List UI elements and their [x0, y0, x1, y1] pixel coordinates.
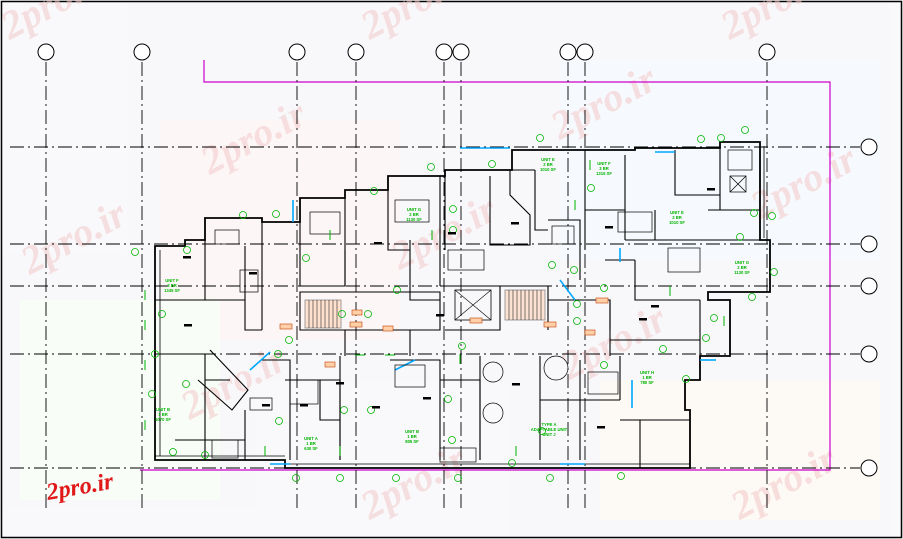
svg-text:1010 SF: 1010 SF [669, 220, 685, 225]
svg-text:UNIT B: UNIT B [156, 407, 170, 412]
stairs [304, 289, 546, 329]
svg-text:1 BR: 1 BR [158, 412, 168, 417]
unit-label: UNIT G 2 BR 1130 SF [734, 260, 750, 275]
svg-text:1315 SF: 1315 SF [596, 171, 612, 176]
svg-text:UNIT E: UNIT E [670, 210, 684, 215]
property-line [140, 60, 831, 471]
unit-label: UNIT B 1 BR 805 SF [405, 429, 419, 444]
svg-text:UNIT B: UNIT B [405, 429, 419, 434]
svg-text:1 BR: 1 BR [306, 441, 316, 446]
svg-text:1070 SF: 1070 SF [155, 417, 171, 422]
unit-label: UNIT A 1 BR 630 SF [304, 436, 318, 451]
unit-labels: UNIT F 3 BR 1345 SF UNIT G 2 BR 1130 SF … [155, 157, 750, 451]
balcony-lines [155, 146, 765, 465]
svg-text:2 BR: 2 BR [409, 212, 419, 217]
svg-text:630 SF: 630 SF [304, 446, 318, 451]
svg-text:1130 SF: 1130 SF [734, 270, 750, 275]
area-marks [183, 188, 715, 429]
grid-bubbles-right [860, 138, 878, 477]
svg-text:1345 SF: 1345 SF [164, 288, 180, 293]
windows [249, 147, 716, 465]
svg-text:UNIT F: UNIT F [165, 278, 179, 283]
svg-text:UNIT J: UNIT J [542, 432, 556, 437]
unit-label: UNIT G 2 BR 1130 SF [406, 207, 422, 222]
svg-text:780 SF: 780 SF [640, 380, 654, 385]
svg-text:2 BR: 2 BR [672, 215, 682, 220]
logo-dot: . [89, 471, 99, 498]
svg-text:TYPE A: TYPE A [542, 422, 557, 427]
logo-tld: ir [95, 468, 116, 496]
svg-text:1 BR: 1 BR [642, 375, 652, 380]
svg-text:ADAPTABLE UNIT: ADAPTABLE UNIT [531, 427, 568, 432]
unit-label: TYPE A ADAPTABLE UNIT UNIT J [531, 422, 568, 437]
svg-text:2 BR: 2 BR [543, 162, 553, 167]
fixtures [211, 149, 753, 463]
unit-label: UNIT E 2 BR 1010 SF [540, 157, 556, 172]
grid-bubbles-top [37, 43, 776, 61]
svg-text:UNIT G: UNIT G [735, 260, 749, 265]
svg-text:805 SF: 805 SF [405, 439, 419, 444]
interior-walls [155, 148, 760, 468]
svg-text:UNIT A: UNIT A [304, 436, 318, 441]
unit-label: UNIT E 2 BR 1010 SF [669, 210, 685, 225]
unit-label: UNIT F 3 BR 1345 SF [164, 278, 180, 293]
svg-text:1010 SF: 1010 SF [540, 167, 556, 172]
core-tags [279, 297, 609, 368]
vertical-grid-lines [45, 62, 768, 508]
room-tags [131, 126, 778, 482]
svg-text:3 BR: 3 BR [167, 283, 177, 288]
svg-text:1 BR: 1 BR [407, 434, 417, 439]
svg-text:UNIT E: UNIT E [541, 157, 555, 162]
unit-label: UNIT F 3 BR 1315 SF [596, 161, 612, 176]
svg-text:2pro.ir: 2pro.ir [44, 468, 116, 506]
svg-text:3 BR: 3 BR [599, 166, 609, 171]
svg-text:1130 SF: 1130 SF [406, 217, 422, 222]
dimension-ticks [144, 160, 725, 456]
svg-text:UNIT F: UNIT F [597, 161, 611, 166]
svg-text:UNIT H: UNIT H [640, 370, 654, 375]
svg-text:UNIT G: UNIT G [407, 207, 421, 212]
site-logo: 2pro.ir [44, 468, 116, 506]
svg-text:2 BR: 2 BR [737, 265, 747, 270]
horizontal-grid-lines [10, 146, 860, 469]
unit-label: UNIT H 1 BR 780 SF [640, 370, 654, 385]
unit-label: UNIT B 1 BR 1070 SF [155, 407, 171, 422]
